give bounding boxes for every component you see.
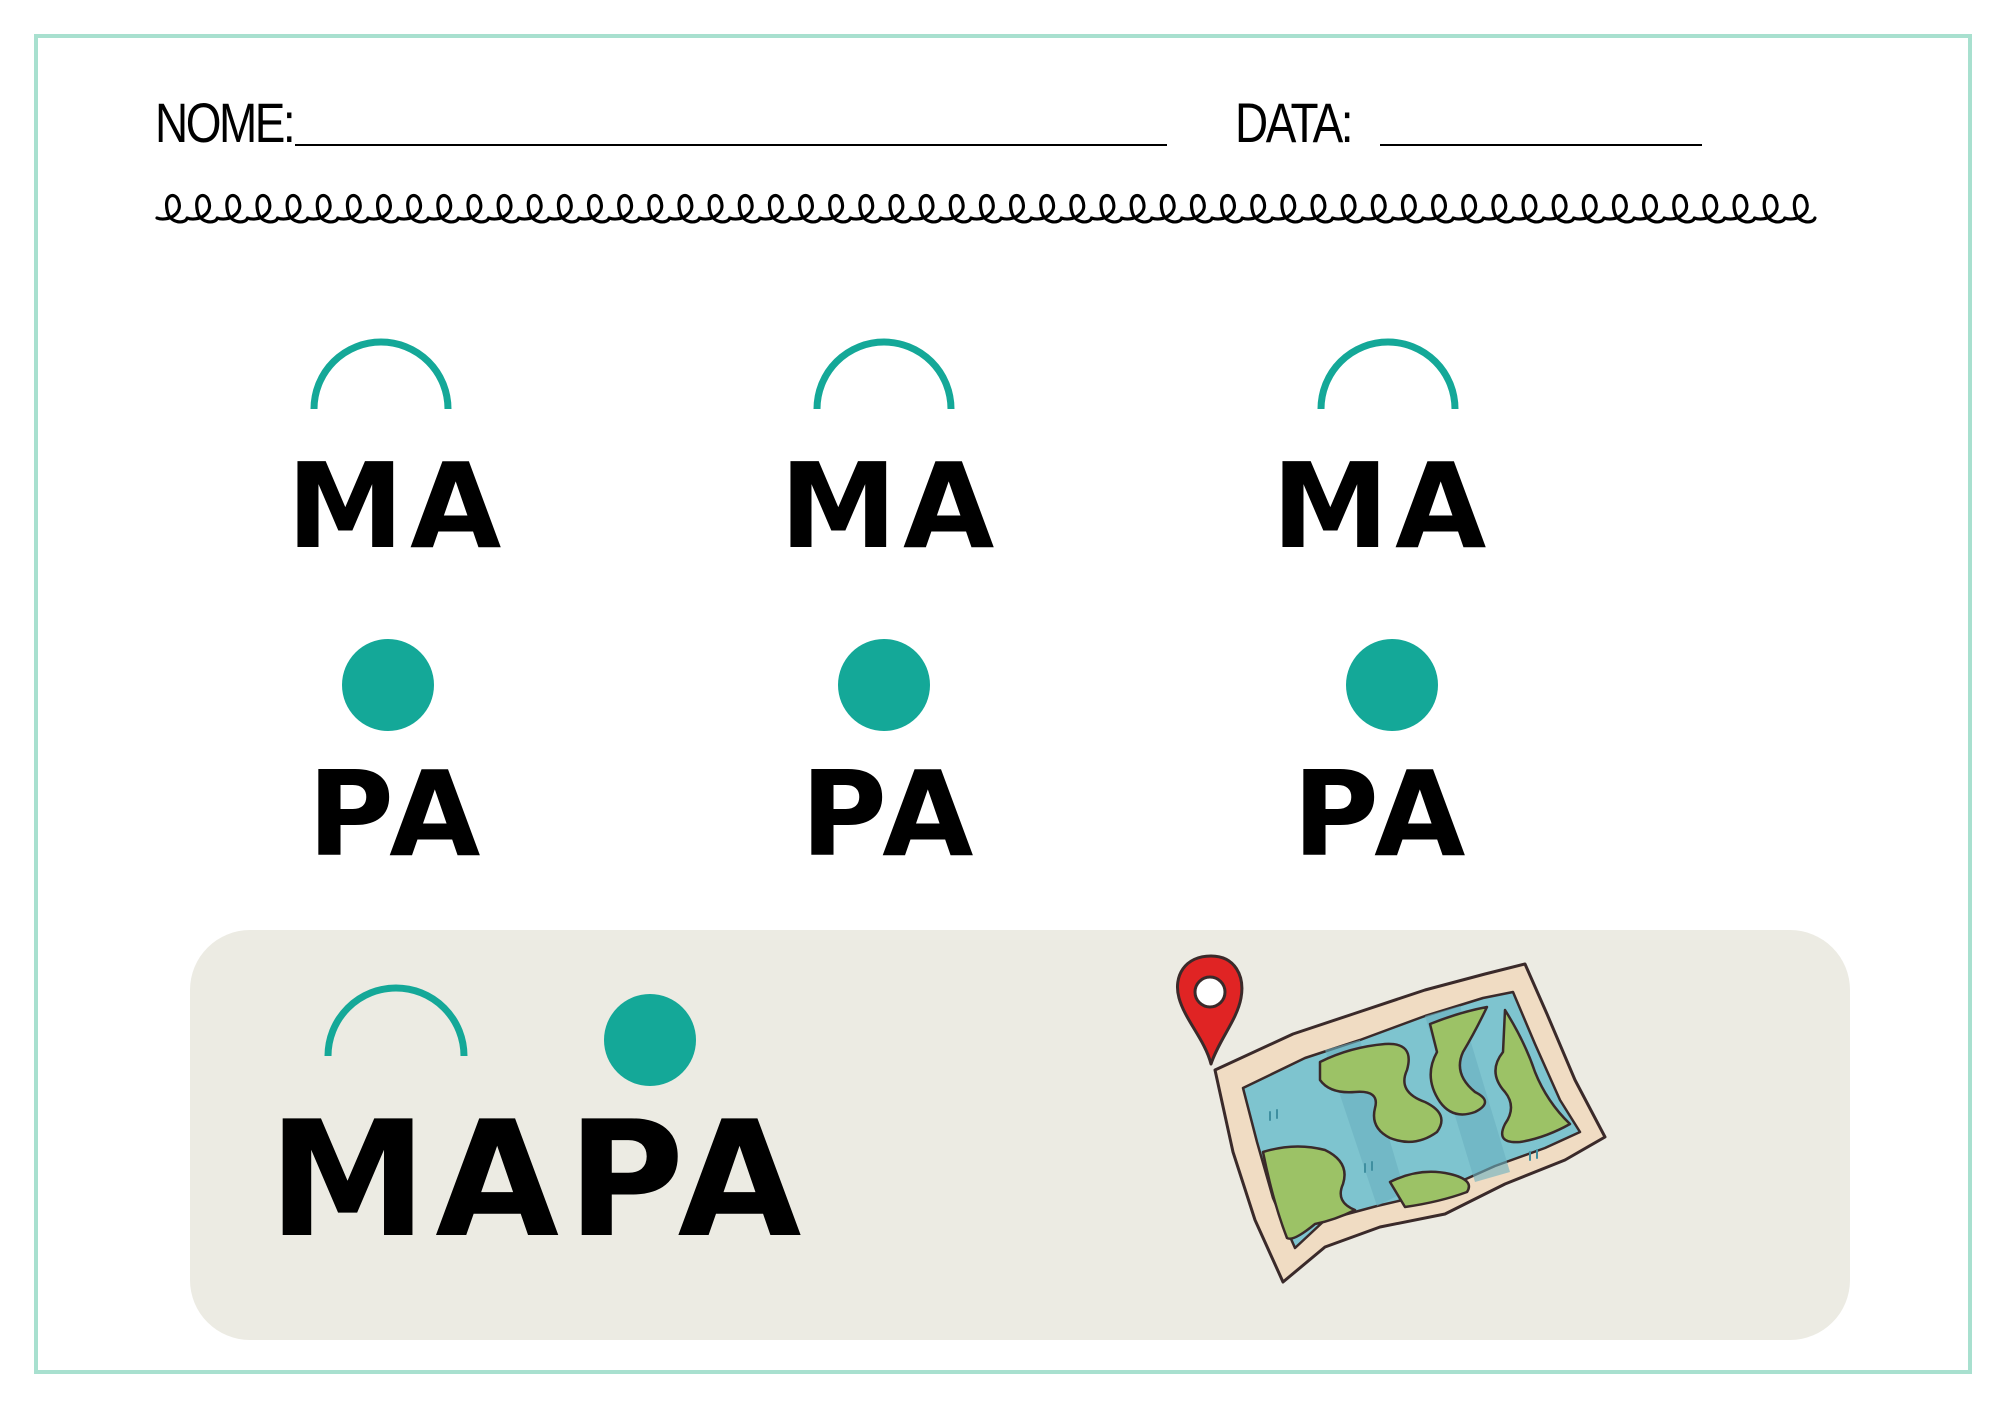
dot-icon: [342, 639, 434, 731]
arc-icon: [310, 338, 452, 410]
word-syllable-pa: PA: [567, 1086, 810, 1273]
date-field-line[interactable]: [1380, 144, 1702, 146]
dot-icon: [604, 994, 696, 1086]
map-with-pin-icon: [1176, 954, 1607, 1284]
arc-icon: [1317, 338, 1459, 410]
name-field-line[interactable]: [295, 144, 1167, 146]
decorative-loop-border: [155, 193, 1817, 224]
arc-icon: [813, 338, 955, 410]
syllable-ma: MA: [779, 437, 1001, 575]
syllable-pa: PA: [1292, 745, 1472, 883]
date-label: DATA:: [1235, 91, 1354, 154]
dot-icon: [838, 639, 930, 731]
arc-icon: [324, 984, 468, 1057]
syllable-ma: MA: [286, 437, 508, 575]
page-frame: [34, 34, 1972, 1374]
word-syllable-ma: MA: [268, 1086, 568, 1273]
syllable-pa: PA: [800, 745, 980, 883]
dot-icon: [1346, 639, 1438, 731]
header: NOME: DATA:: [155, 88, 1715, 158]
name-label: NOME:: [155, 91, 296, 154]
syllable-pa: PA: [307, 745, 487, 883]
syllable-ma: MA: [1271, 437, 1493, 575]
